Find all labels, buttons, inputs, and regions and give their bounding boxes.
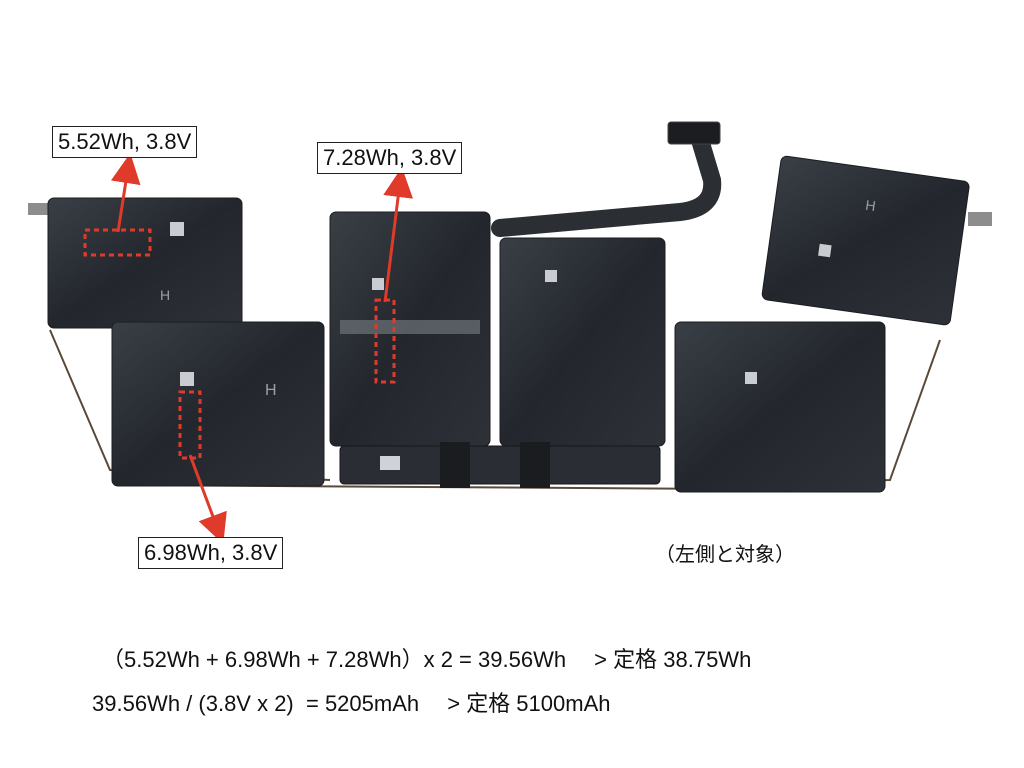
battery-cell-left-top: H xyxy=(47,197,243,329)
note-symmetric: （左側と対象） xyxy=(655,544,795,566)
label-cell-left-top: 5.52Wh, 3.8V xyxy=(52,126,198,158)
svg-text:H: H xyxy=(160,287,170,303)
arrow-center xyxy=(383,167,414,303)
arrows xyxy=(110,153,414,545)
battery-cell-left-bottom: H xyxy=(111,321,325,487)
bracket-tab xyxy=(968,212,992,226)
connector-board xyxy=(339,445,661,485)
label-cell-center: 7.28Wh, 3.8V xyxy=(317,142,463,174)
formula-capacity-mah: 39.56Wh / (3.8V x 2) = 5205mAh > 定格 5100… xyxy=(92,691,611,716)
bracket-tab xyxy=(28,203,50,215)
highlight-box-left-bottom xyxy=(178,390,202,460)
battery-cell-right-top: H xyxy=(761,155,970,326)
battery-cell-center-right xyxy=(499,237,666,447)
battery-cell-center-left xyxy=(329,211,491,447)
arrow-left-top xyxy=(110,153,141,233)
svg-text:H: H xyxy=(265,382,277,399)
svg-text:H: H xyxy=(865,197,877,214)
flex-cable xyxy=(491,131,722,237)
formula-total-wh: （5.52Wh + 6.98Wh + 7.28Wh）x 2 = 39.56Wh … xyxy=(102,647,752,672)
cable-connector xyxy=(667,121,721,145)
battery-cell-right-bottom xyxy=(674,321,886,493)
arrow-left-bottom xyxy=(188,454,227,545)
label-cell-left-bottom: 6.98Wh, 3.8V xyxy=(138,537,284,569)
